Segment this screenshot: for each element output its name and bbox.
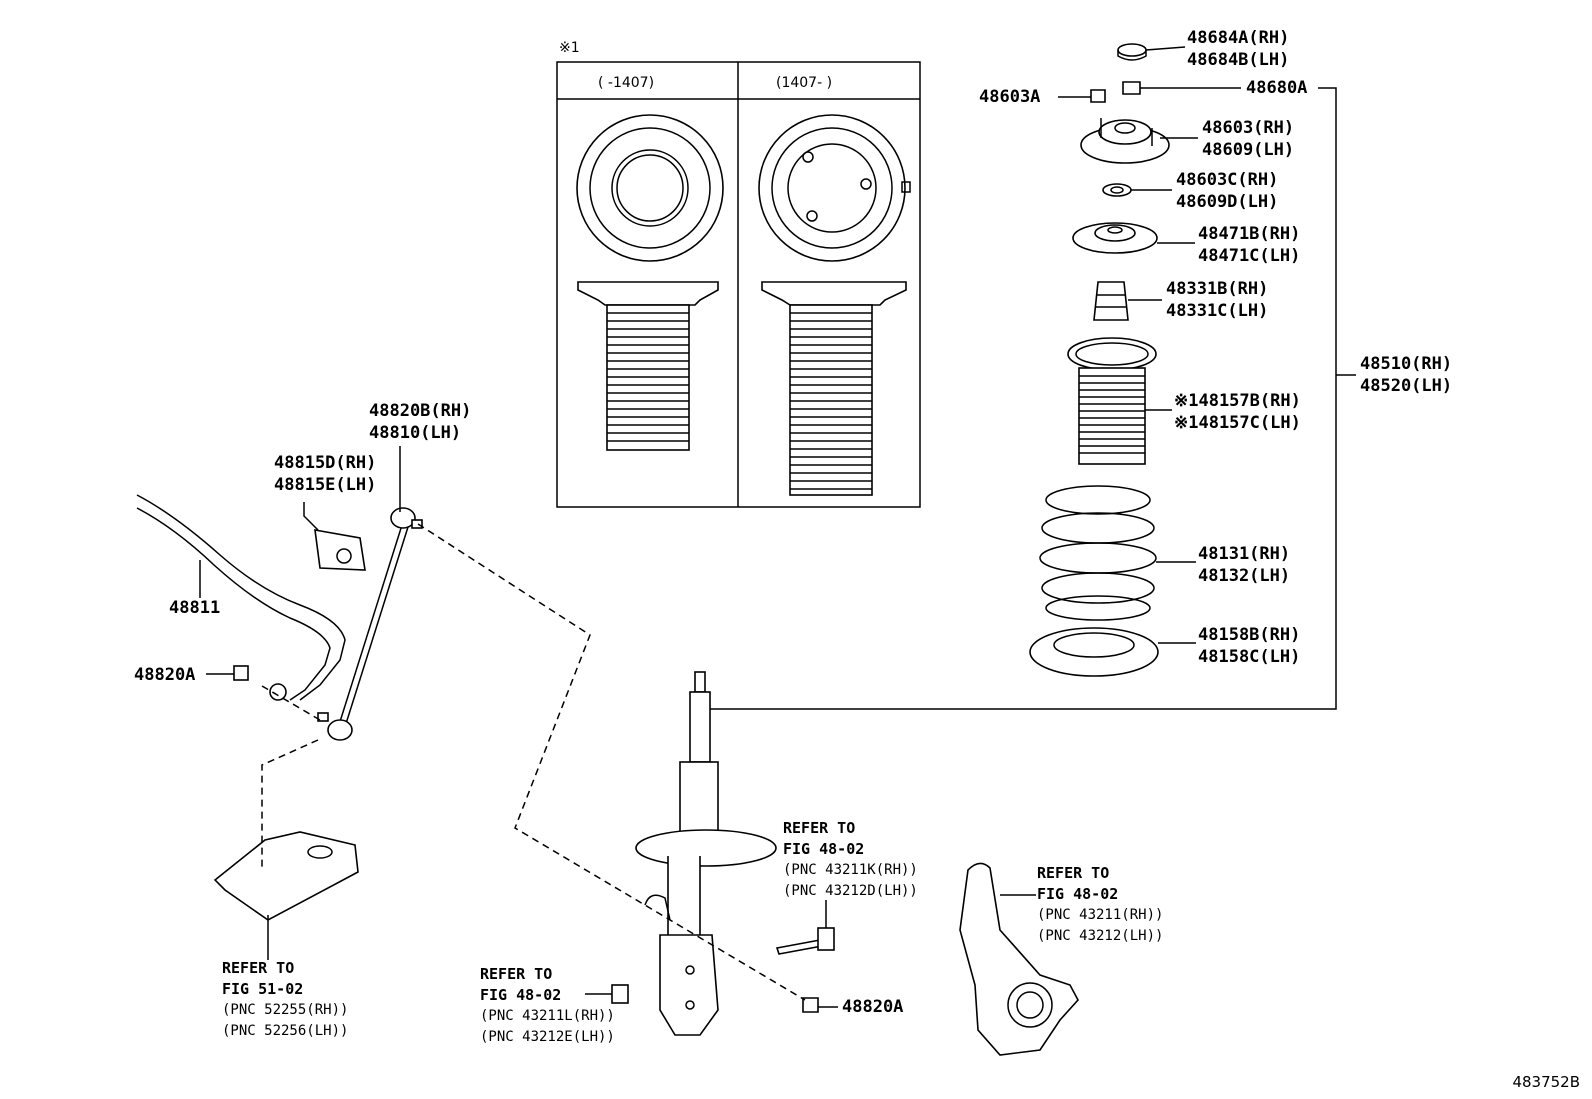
label-48131-rh: 48131(RH)	[1198, 544, 1291, 564]
label-48810-lh: 48810(LH)	[369, 423, 462, 443]
boot-early	[577, 281, 719, 451]
refer-fig48-knuckle-line4: (PNC 43212(LH))	[1037, 928, 1164, 944]
spacer-washer	[1102, 183, 1132, 197]
refer-fig48-knuckle-line1: REFER TO	[1037, 864, 1110, 882]
nut-lower-right	[802, 997, 819, 1013]
shock-absorber	[635, 671, 777, 1036]
label-48158B-rh: 48158B(RH)	[1198, 625, 1301, 645]
label-48520-lh: 48520(LH)	[1360, 376, 1453, 396]
label-48684: 48684A(RH) 48684B(LH)	[1187, 27, 1289, 71]
link-rod	[317, 507, 423, 741]
inset-col1-header: ( -1407)	[598, 75, 655, 91]
refer-fig48-nut: REFER TO FIG 48-02 (PNC 43211L(RH)) (PNC…	[480, 964, 615, 1048]
label-48510-rh: 48510(RH)	[1360, 354, 1453, 374]
label-48471: 48471B(RH) 48471C(LH)	[1198, 223, 1300, 267]
label-48603A: 48603A	[979, 87, 1041, 107]
nut-48603A	[1090, 89, 1106, 103]
knuckle-bolt	[775, 927, 835, 955]
label-48510: 48510(RH) 48520(LH)	[1360, 353, 1452, 397]
label-48331: 48331B(RH) 48331C(LH)	[1166, 278, 1268, 322]
crossmember	[213, 831, 359, 921]
label-48684-lh: 48684B(LH)	[1187, 50, 1290, 70]
cap	[1117, 43, 1147, 61]
inset-marker: ※1	[559, 40, 580, 56]
label-48603: 48603(RH) 48609(LH)	[1202, 117, 1294, 161]
label-48820B: 48820B(RH) 48810(LH)	[369, 400, 471, 444]
label-48157B-rh: ※148157B(RH)	[1174, 391, 1301, 411]
steering-knuckle	[959, 862, 1079, 1056]
label-48157: ※148157B(RH) ※148157C(LH)	[1174, 390, 1301, 434]
coil-boot	[1067, 337, 1157, 465]
label-48603C-rh: 48603C(RH)	[1176, 170, 1279, 190]
nut-48820A-left	[233, 665, 249, 681]
lower-insulator	[1029, 627, 1159, 677]
refer-fig48-knuckle: REFER TO FIG 48-02 (PNC 43211(RH)) (PNC …	[1037, 863, 1163, 947]
inset-box	[556, 61, 921, 508]
label-48680A: 48680A	[1246, 78, 1308, 98]
label-48684-rh: 48684A(RH)	[1187, 28, 1290, 48]
label-48132-lh: 48132(LH)	[1198, 566, 1291, 586]
label-48603-rh: 48603(RH)	[1202, 118, 1295, 138]
refer-fig48-knuckle-line2: FIG 48-02	[1037, 885, 1119, 903]
label-48609D-lh: 48609D(LH)	[1176, 192, 1279, 212]
label-48603C: 48603C(RH) 48609D(LH)	[1176, 169, 1278, 213]
refer-fig48-bolt-line2: FIG 48-02	[783, 840, 865, 858]
label-48609-lh: 48609(LH)	[1202, 140, 1295, 160]
refer-fig48-bolt-line4: (PNC 43212D(LH))	[783, 883, 918, 899]
label-48820A-left: 48820A	[134, 665, 196, 685]
label-48157C-lh: ※148157C(LH)	[1174, 413, 1301, 433]
refer-fig48-nut-line3: (PNC 43211L(RH))	[480, 1008, 615, 1024]
label-48811: 48811	[169, 598, 221, 618]
refer-fig48-bolt-line1: REFER TO	[783, 819, 856, 837]
label-48331C-lh: 48331C(LH)	[1166, 301, 1269, 321]
insulator-ring-early	[576, 114, 724, 262]
refer-fig51-line1: REFER TO	[222, 959, 295, 977]
refer-fig48-nut-line2: FIG 48-02	[480, 986, 562, 1004]
label-48471C-lh: 48471C(LH)	[1198, 246, 1301, 266]
label-48331B-rh: 48331B(RH)	[1166, 279, 1269, 299]
label-48820B-rh: 48820B(RH)	[369, 401, 472, 421]
label-48131: 48131(RH) 48132(LH)	[1198, 543, 1290, 587]
bump-stopper	[1093, 281, 1129, 321]
bushing	[314, 529, 366, 571]
label-48815E-lh: 48815E(LH)	[274, 475, 377, 495]
inset-col2-header: (1407- )	[776, 75, 833, 91]
label-48815D-rh: 48815D(RH)	[274, 453, 377, 473]
label-48815: 48815D(RH) 48815E(LH)	[274, 452, 376, 496]
label-48158: 48158B(RH) 48158C(LH)	[1198, 624, 1300, 668]
coil-spring	[1039, 485, 1157, 621]
label-48158C-lh: 48158C(LH)	[1198, 647, 1301, 667]
refer-fig48-nut-line1: REFER TO	[480, 965, 553, 983]
assembly-bracket	[710, 87, 1337, 710]
upper-seat	[1072, 222, 1158, 254]
label-48820A-right: 48820A	[842, 997, 904, 1017]
boot-late	[761, 281, 907, 496]
refer-fig48-bolt-line3: (PNC 43211K(RH))	[783, 862, 918, 878]
insulator-ring-late	[758, 114, 911, 262]
refer-fig51-line3: (PNC 52255(RH))	[222, 1002, 349, 1018]
refer-fig48-nut-line4: (PNC 43212E(LH))	[480, 1029, 615, 1045]
stabilizer-bar	[136, 494, 346, 701]
refer-fig51-line2: FIG 51-02	[222, 980, 304, 998]
refer-fig51-line4: (PNC 52256(LH))	[222, 1023, 349, 1039]
refer-fig48-knuckle-line3: (PNC 43211(RH))	[1037, 907, 1164, 923]
refer-fig51: REFER TO FIG 51-02 (PNC 52255(RH)) (PNC …	[222, 958, 348, 1042]
nut-48680A	[1122, 81, 1141, 95]
document-id: 483752B	[1512, 1073, 1580, 1091]
label-48471B-rh: 48471B(RH)	[1198, 224, 1301, 244]
refer-fig48-bolt: REFER TO FIG 48-02 (PNC 43211K(RH)) (PNC…	[783, 818, 918, 902]
support-mount	[1080, 118, 1170, 164]
